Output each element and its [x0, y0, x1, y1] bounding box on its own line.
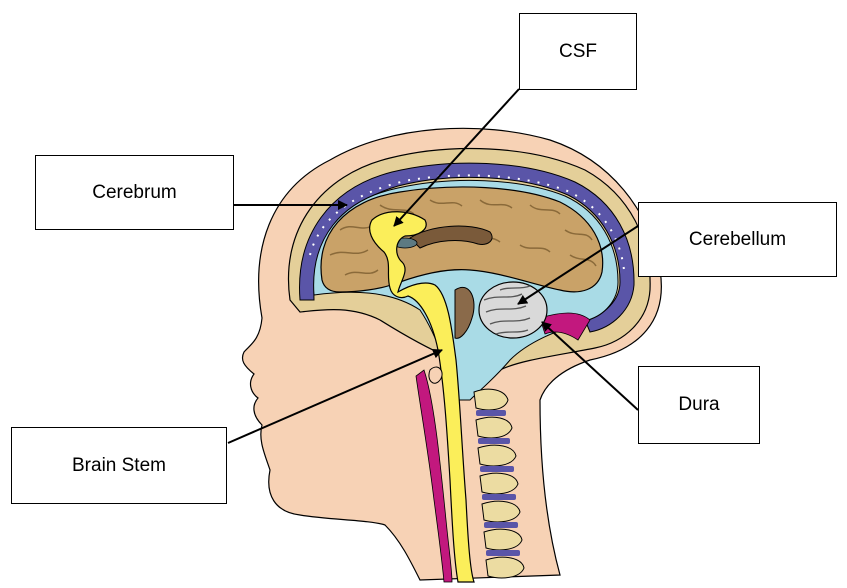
csf-label: CSF — [519, 13, 637, 90]
dura-label-text: Dura — [678, 394, 719, 416]
cerebellum-label-text: Cerebellum — [689, 229, 786, 251]
cerebrum-label: Cerebrum — [35, 155, 234, 230]
dura-label: Dura — [638, 366, 760, 444]
cerebellum — [479, 282, 547, 338]
brain-stem-label-text: Brain Stem — [72, 455, 166, 477]
brain-stem-label: Brain Stem — [11, 427, 227, 504]
csf-label-text: CSF — [559, 41, 597, 63]
cerebrum-label-text: Cerebrum — [92, 182, 176, 204]
cerebellum-label: Cerebellum — [638, 202, 837, 277]
